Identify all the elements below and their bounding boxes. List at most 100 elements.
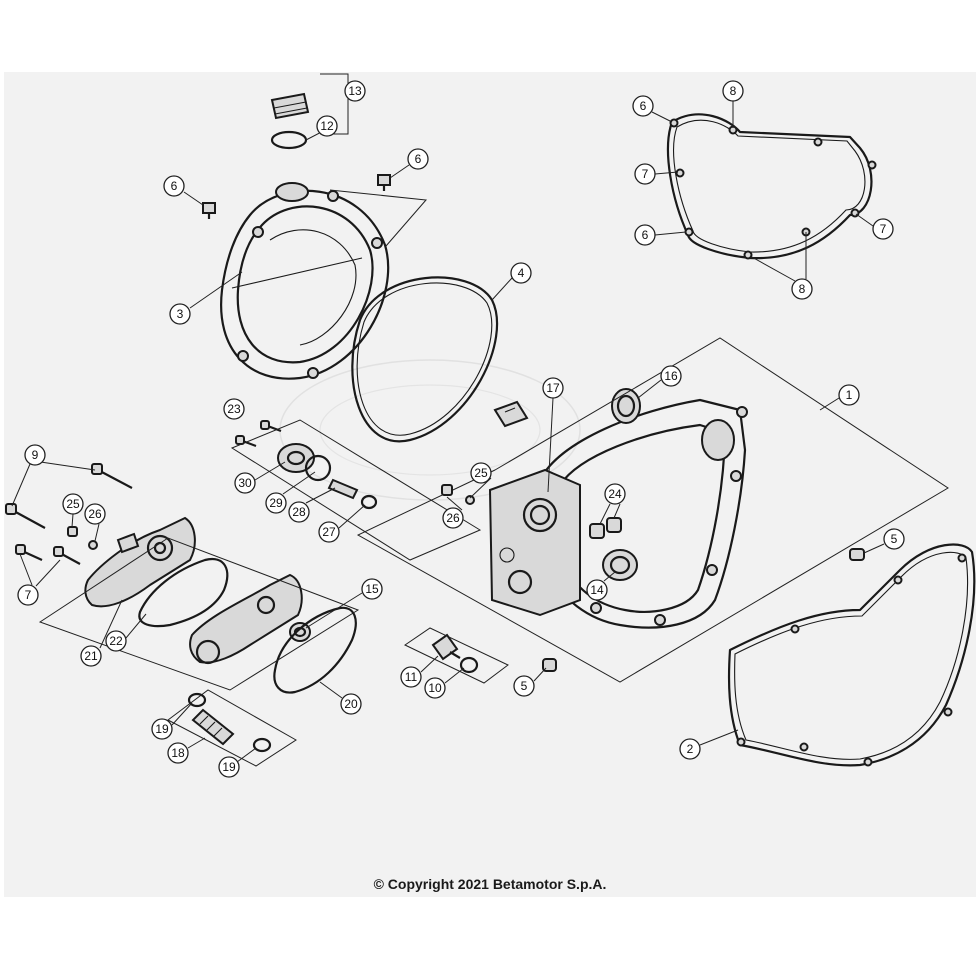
screw-25-center [441, 484, 453, 496]
callout-circle [604, 483, 626, 505]
water-pump-body [189, 573, 303, 665]
pin-28 [327, 478, 359, 500]
callout-circle [838, 384, 860, 406]
callout-number: 13 [348, 84, 362, 98]
screw-7-left [15, 544, 43, 562]
callout-7: 7 [872, 218, 894, 240]
callout-number: 20 [344, 697, 358, 711]
callout-number: 6 [171, 179, 178, 193]
callout-12: 12 [316, 115, 338, 137]
callout-8: 8 [791, 278, 813, 300]
cover-gasket-4 [351, 276, 499, 443]
callout-circle [586, 579, 608, 601]
o-ring-19-lower [252, 737, 272, 753]
oil-seal-16 [611, 388, 641, 424]
screw-6-right [377, 174, 391, 191]
pump-shaft-18 [191, 708, 235, 746]
callout-3: 3 [169, 303, 191, 325]
callout-number: 8 [730, 84, 737, 98]
callout-number: 11 [405, 670, 418, 684]
callout-13: 13 [344, 80, 366, 102]
callout-number: 21 [84, 649, 98, 663]
clutch-cover [220, 182, 390, 380]
callout-20: 20 [340, 693, 362, 715]
callout-circle [722, 80, 744, 102]
callout-circle [424, 677, 446, 699]
callout-circle [679, 738, 701, 760]
pump-gasket-20 [273, 606, 357, 694]
callout-number: 7 [25, 588, 32, 602]
bolt-9-lower [5, 503, 46, 529]
reed-insert-17 [493, 400, 529, 428]
washer-10 [459, 656, 479, 674]
callout-number: 25 [66, 497, 80, 511]
callout-17: 17 [542, 377, 564, 399]
callout-circle [167, 742, 189, 764]
callout-1: 1 [838, 384, 860, 406]
callout-number: 28 [292, 505, 306, 519]
callout-circle [400, 666, 422, 688]
callout-number: 10 [428, 681, 442, 695]
callout-number: 6 [642, 228, 649, 242]
callout-circle [80, 645, 102, 667]
copyright-notice: © Copyright 2021 Betamotor S.p.A. [373, 876, 607, 892]
leader-lines [11, 101, 885, 763]
callout-25: 25 [62, 493, 84, 515]
callout-number: 6 [640, 99, 647, 113]
callout-number: 15 [365, 582, 379, 596]
callout-circle [660, 365, 682, 387]
oil-seal-14 [602, 549, 638, 581]
callout-number: 4 [518, 266, 525, 280]
callout-circle [62, 493, 84, 515]
callout-24: 24 [604, 483, 626, 505]
washer-27 [360, 494, 378, 510]
callout-circle [872, 218, 894, 240]
callout-number: 12 [320, 119, 334, 133]
callout-number: 5 [891, 532, 898, 546]
callout-14: 14 [586, 579, 608, 601]
callout-7: 7 [17, 584, 39, 606]
callout-circle [316, 115, 338, 137]
callout-circle [510, 262, 532, 284]
callout-circle [883, 528, 905, 550]
screws-23 [235, 420, 282, 448]
callout-6: 6 [407, 148, 429, 170]
callout-circle [340, 693, 362, 715]
callout-23: 23 [223, 398, 245, 420]
callout-25: 25 [470, 462, 492, 484]
callout-6: 6 [632, 95, 654, 117]
callout-15: 15 [361, 578, 383, 600]
seal-15 [289, 622, 311, 642]
callout-number: 23 [227, 402, 241, 416]
callout-circle [344, 80, 366, 102]
callout-circle [163, 175, 185, 197]
dowel-pin-5-center [542, 658, 557, 672]
o-ring-19-upper [187, 692, 207, 708]
callout-circle [234, 472, 256, 494]
callout-number: 18 [171, 746, 185, 760]
drain-plug-11 [431, 633, 461, 661]
callout-circle [632, 95, 654, 117]
callout-16: 16 [660, 365, 682, 387]
callout-26: 26 [84, 503, 106, 525]
callout-circle [265, 492, 287, 514]
callout-circle [151, 718, 173, 740]
callout-19: 19 [151, 718, 173, 740]
callout-circle [288, 501, 310, 523]
callout-circle [791, 278, 813, 300]
callout-number: 22 [109, 634, 123, 648]
washer-26-center [465, 495, 475, 505]
callout-28: 28 [288, 501, 310, 523]
callout-number: 3 [177, 307, 184, 321]
callout-circle [223, 398, 245, 420]
callout-number: 14 [590, 583, 604, 597]
callout-5: 5 [513, 675, 535, 697]
callout-number: 25 [474, 466, 488, 480]
outer-cover-gasket-8 [666, 113, 877, 260]
diagram-background [4, 72, 976, 897]
callout-number: 19 [222, 760, 236, 774]
callout-circle [84, 503, 106, 525]
callout-circle [542, 377, 564, 399]
callout-7: 7 [634, 163, 656, 185]
